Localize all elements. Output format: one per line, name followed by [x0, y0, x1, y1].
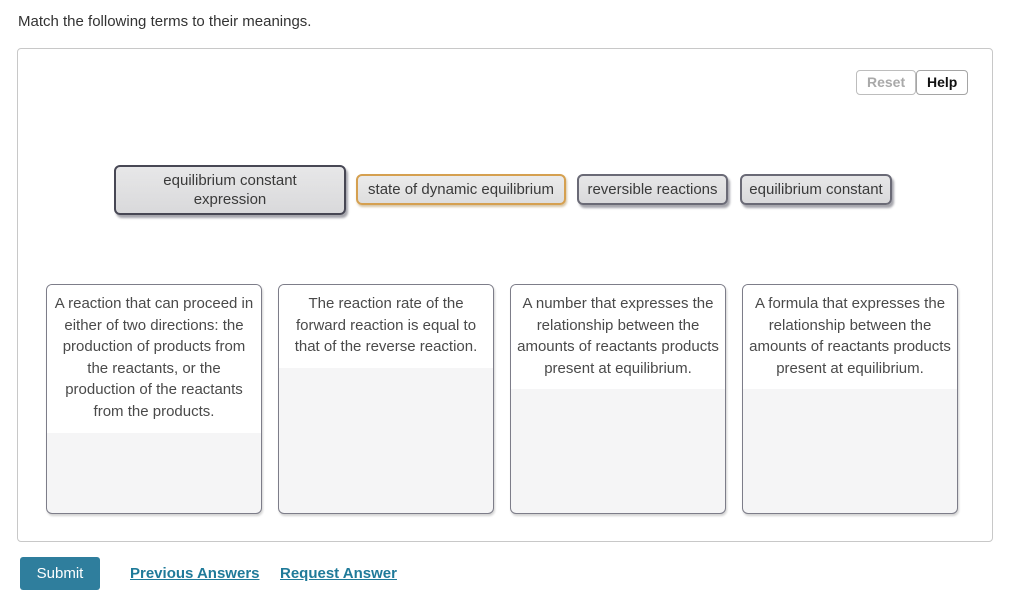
definition-cards-row: A reaction that can proceed in either of… [46, 284, 958, 514]
definition-card-dynamic-equilibrium[interactable]: The reaction rate of the forward reactio… [278, 284, 494, 514]
reset-button[interactable]: Reset [856, 70, 917, 95]
term-chip-label: state of dynamic equilibrium [368, 180, 554, 198]
term-chip-state-of-dynamic-equilibrium[interactable]: state of dynamic equilibrium [356, 174, 566, 205]
drop-zone[interactable] [743, 389, 957, 513]
term-chip-label: equilibrium constant expression [163, 171, 297, 209]
drop-zone[interactable] [47, 433, 261, 513]
drop-zone[interactable] [279, 368, 493, 513]
definition-text: The reaction rate of the forward reactio… [279, 285, 493, 368]
definition-card-reversible-reactions[interactable]: A reaction that can proceed in either of… [46, 284, 262, 514]
request-answer-link[interactable]: Request Answer [280, 565, 397, 582]
activity-panel: Reset Help equilibrium constant expressi… [17, 48, 993, 542]
submit-button[interactable]: Submit [20, 557, 100, 590]
page-title: Match the following terms to their meani… [18, 13, 312, 30]
term-chip-equilibrium-constant-expression[interactable]: equilibrium constant expression [114, 165, 346, 215]
definition-text: A reaction that can proceed in either of… [47, 285, 261, 433]
definition-card-equilibrium-constant-expression[interactable]: A formula that expresses the relationshi… [742, 284, 958, 514]
term-chip-label: equilibrium constant [749, 180, 883, 198]
term-chip-equilibrium-constant[interactable]: equilibrium constant [740, 174, 892, 205]
previous-answers-link[interactable]: Previous Answers [130, 565, 260, 582]
definition-text: A number that expresses the relationship… [511, 285, 725, 390]
term-chip-label: reversible reactions [587, 180, 718, 198]
help-button[interactable]: Help [916, 70, 969, 95]
definition-text: A formula that expresses the relationshi… [743, 285, 957, 390]
drop-zone[interactable] [511, 389, 725, 513]
definition-card-equilibrium-constant[interactable]: A number that expresses the relationship… [510, 284, 726, 514]
term-chip-reversible-reactions[interactable]: reversible reactions [577, 174, 728, 205]
